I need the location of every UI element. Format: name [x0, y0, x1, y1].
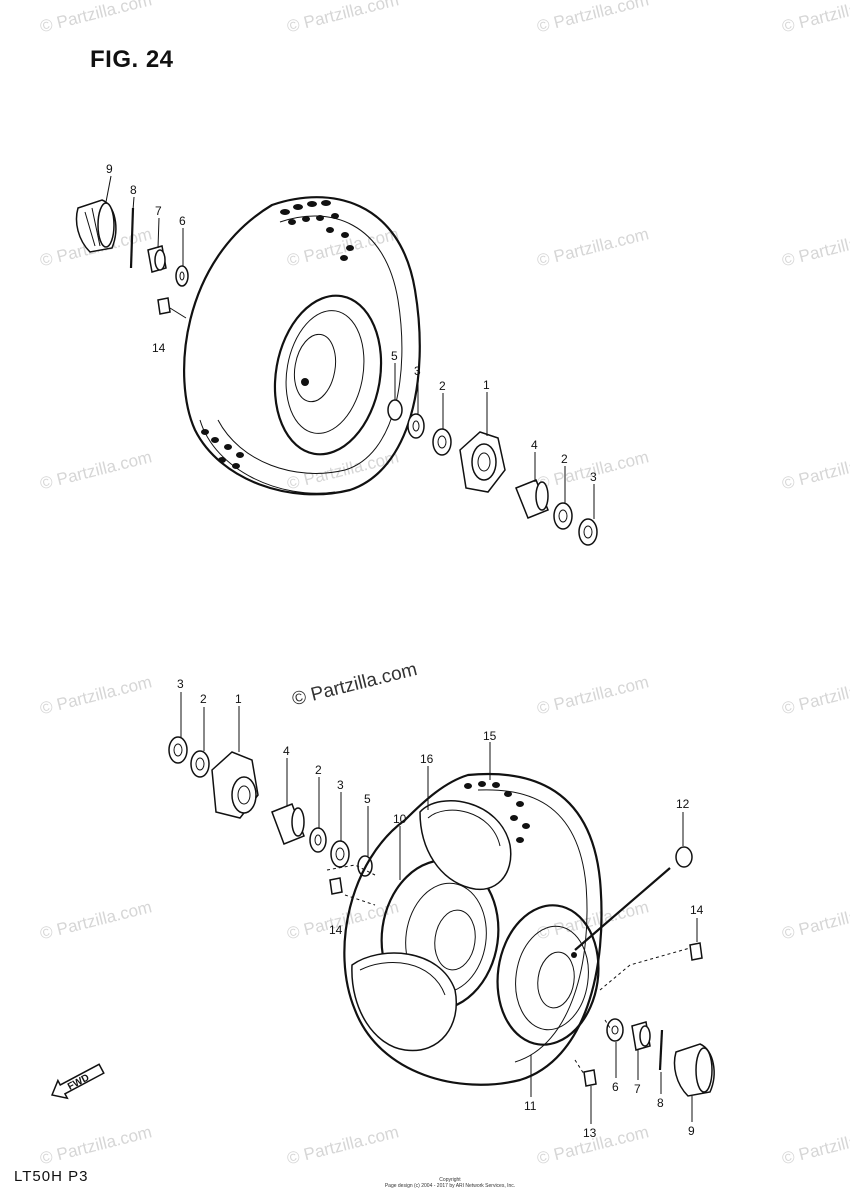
- callout-label: 7: [155, 204, 162, 218]
- forward-arrow-label: FWD: [66, 1072, 91, 1092]
- callout-label: 12: [676, 797, 690, 811]
- forward-direction-arrow: FWD: [50, 1063, 105, 1100]
- callout-label: 3: [177, 677, 184, 691]
- front-nut-14: [157, 297, 171, 315]
- rear-dashed-leaders: [326, 864, 691, 1075]
- rear-valve-stem: [574, 867, 671, 951]
- callout-label: 3: [590, 470, 597, 484]
- callout-label: 6: [179, 214, 186, 228]
- callout-label: 5: [391, 349, 398, 363]
- callout-label: 8: [130, 183, 137, 197]
- callout-label: 10: [393, 812, 407, 826]
- callout-label: 5: [364, 792, 371, 806]
- callout-label: 1: [235, 692, 242, 706]
- rear-right-parts: [583, 846, 715, 1097]
- callout-label: 4: [531, 438, 538, 452]
- callout-label: 7: [634, 1082, 641, 1096]
- callout-label: 1: [483, 378, 490, 392]
- front-hub-stack: [387, 399, 598, 546]
- front-leader-lines: [105, 175, 595, 519]
- callout-label: 3: [414, 364, 421, 378]
- callout-label: 14: [690, 903, 704, 917]
- figure-title: FIG. 24: [90, 46, 174, 73]
- front-castle-nut: [147, 245, 167, 273]
- callout-label: 4: [283, 744, 290, 758]
- callout-label: 9: [688, 1124, 695, 1138]
- callout-label: 11: [524, 1099, 537, 1113]
- callout-label: 2: [561, 452, 568, 466]
- callout-label: 2: [315, 763, 322, 777]
- callout-label: 6: [612, 1080, 619, 1094]
- front-rim: [273, 294, 383, 456]
- rear-rim-outer-half: [496, 904, 600, 1046]
- model-code: LT50H P3: [14, 1168, 89, 1185]
- front-callouts: 9 8 7 6 14 5 3 2 1 4 2 3: [106, 162, 597, 484]
- callout-label: 9: [106, 162, 113, 176]
- callout-label: 2: [439, 379, 446, 393]
- callout-label: 14: [329, 923, 343, 937]
- callout-label: 3: [337, 778, 344, 792]
- callout-label: 15: [483, 729, 497, 743]
- callout-label: 16: [420, 752, 434, 766]
- callout-label: 13: [583, 1126, 597, 1140]
- rear-tube-upper: [419, 800, 512, 891]
- rear-callouts: 3 2 1 4 2 3 5 16 15 10 14 12 14 11 6 7 8…: [177, 677, 704, 1140]
- front-cap-nut: [75, 199, 117, 253]
- footer-copyright: Copyright Page design (c) 2004 - 2017 by…: [384, 1177, 516, 1189]
- front-wheel-assembly: 9 8 7 6 14 5 3 2 1 4 2 3: [75, 162, 598, 546]
- rear-tube-lower: [351, 952, 457, 1052]
- rear-hub-stack: [168, 736, 373, 895]
- front-cotter-pin: [129, 207, 135, 269]
- callout-label: 2: [200, 692, 207, 706]
- callout-label: 14: [152, 341, 166, 355]
- callout-label: 8: [657, 1096, 664, 1110]
- rear-wheel-assembly: 3 2 1 4 2 3 5 16 15 10 14 12 14 11 6 7 8…: [168, 677, 715, 1140]
- front-washer: [175, 265, 189, 287]
- rear-leader-lines: [180, 692, 698, 1124]
